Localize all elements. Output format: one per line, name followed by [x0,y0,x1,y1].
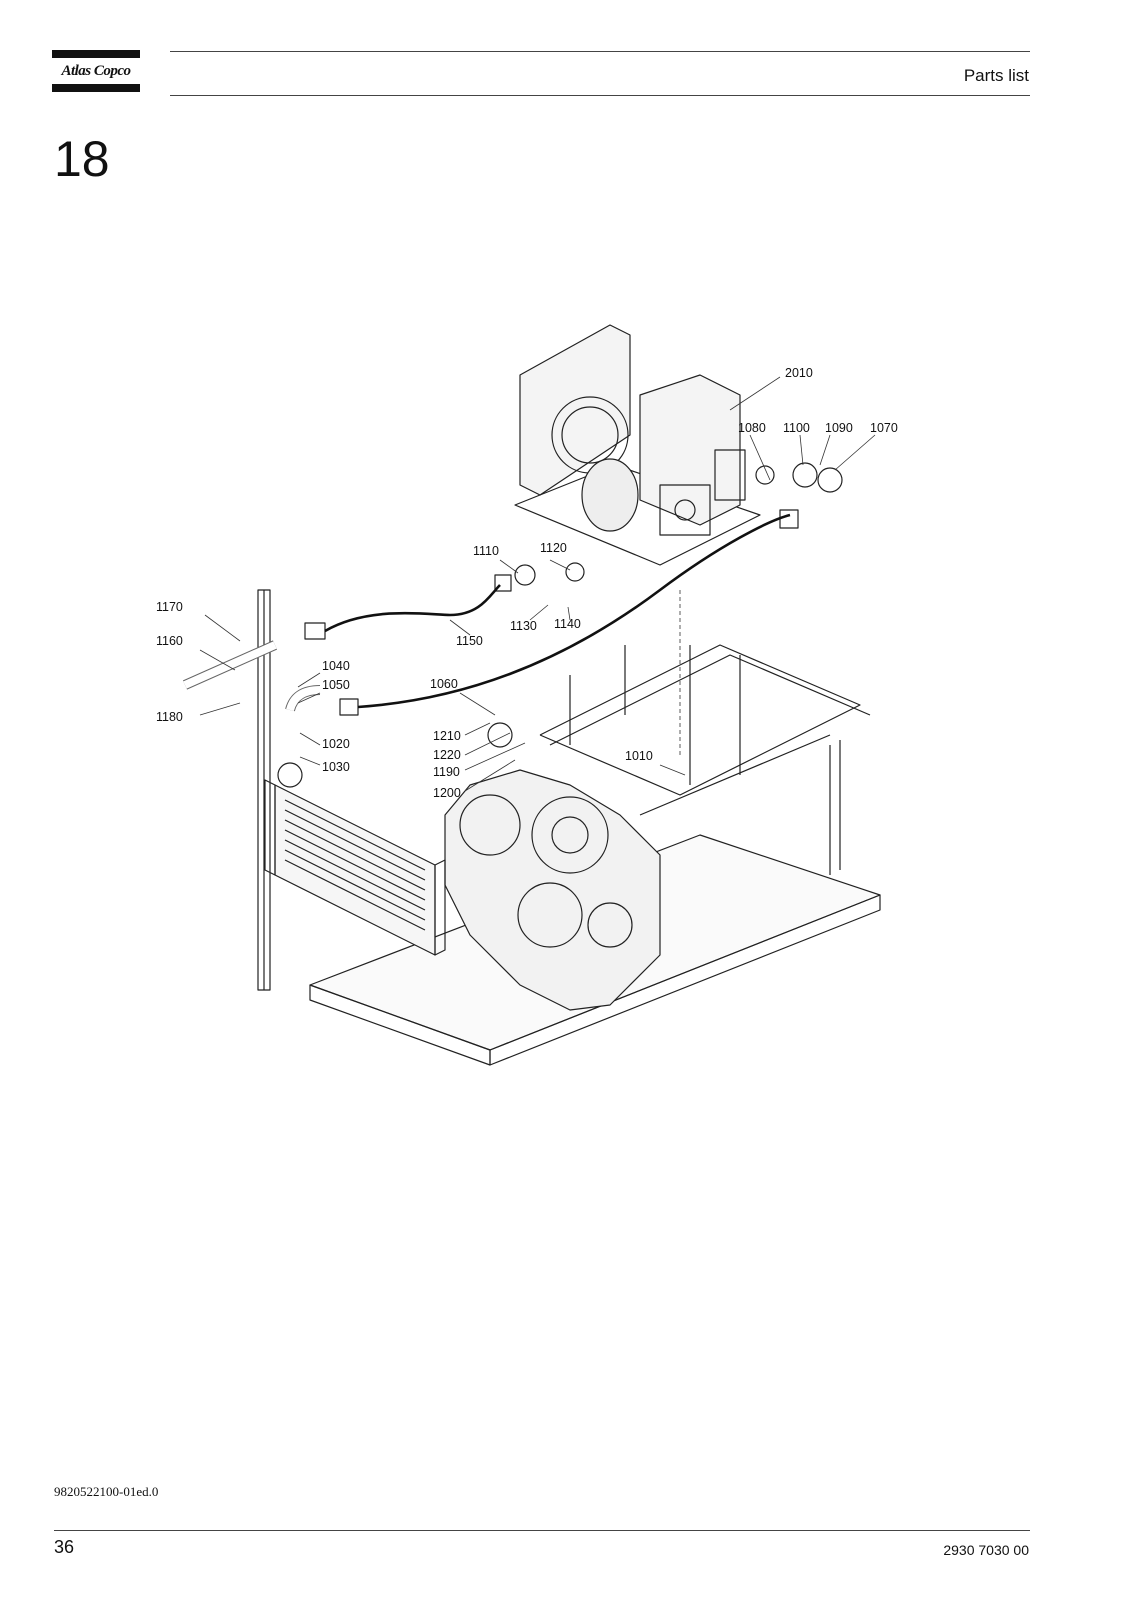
document-code: 9820522100-01ed.0 [54,1484,159,1499]
logo-top-bar [52,50,140,58]
callout-1030: 1030 [322,760,350,774]
radiator [264,779,446,956]
document-number: 2930 7030 00 [943,1542,1029,1558]
footer-rule [54,1530,1030,1531]
callout-1010: 1010 [625,749,653,763]
callout-1200: 1200 [433,786,461,800]
callout-1220: 1220 [433,748,461,762]
logo-bottom-bar [52,84,140,92]
callout-1020: 1020 [322,737,350,751]
callout-1050: 1050 [322,678,350,692]
header-top-rule [170,51,1030,52]
callout-1130: 1130 [510,619,537,633]
atlas-copco-logo: Atlas Copco [52,50,140,92]
header-bottom-rule [170,95,1030,96]
callout-1210: 1210 [433,729,461,743]
callout-1090: 1090 [825,421,853,435]
cooling-unit [514,324,761,566]
callout-labels: 2010 1080 1100 1090 1070 1110 1120 1130 … [156,366,898,800]
callout-1140: 1140 [554,617,581,631]
callout-2010: 2010 [785,366,813,380]
callout-1100: 1100 [783,421,810,435]
compressor-element [444,769,661,1011]
vertical-bracket [257,589,271,991]
callout-1060: 1060 [430,677,458,691]
callout-1180: 1180 [156,710,183,724]
callout-1070: 1070 [870,421,898,435]
callout-1080: 1080 [738,421,766,435]
page-number: 36 [54,1537,75,1557]
callout-1150: 1150 [456,634,483,648]
callout-1170: 1170 [156,600,183,614]
callout-1110: 1110 [473,544,499,558]
section-number: 18 [54,131,110,187]
exploded-parts-diagram: 2010 1080 1100 1090 1070 1110 1120 1130 … [156,324,898,1066]
logo-wordmark: Atlas Copco [61,63,131,79]
callout-1040: 1040 [322,659,350,673]
callout-1160: 1160 [156,634,183,648]
callout-1120: 1120 [540,541,567,555]
callout-1190: 1190 [433,765,460,779]
leader-lines [199,376,876,792]
header-title: Parts list [963,66,1029,85]
hoses [324,513,791,709]
support-frame [539,644,871,875]
